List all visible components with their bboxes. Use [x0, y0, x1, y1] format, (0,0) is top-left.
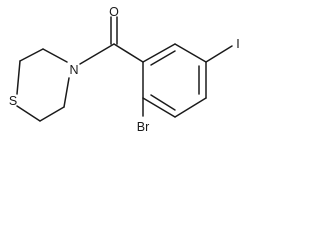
benzene-ring — [142, 43, 207, 118]
bromine-label: Br — [137, 120, 150, 134]
bond-n-c2 — [42, 48, 68, 63]
carbonyl-double-bond — [110, 16, 118, 45]
iodine-label: I — [236, 37, 239, 51]
bond-c5-c6 — [39, 106, 65, 122]
bond-c2-c3 — [19, 48, 44, 62]
bond-n-carbonyl — [79, 43, 115, 65]
bond-carbonyl-aryl — [113, 43, 144, 63]
bond-s-c5 — [16, 105, 41, 122]
oxygen-label: O — [109, 5, 119, 19]
bond-c3-s — [16, 60, 21, 95]
bond-c6-n — [63, 77, 70, 108]
thiomorpholine-ring — [16, 48, 70, 122]
bond-aryl-i — [205, 45, 233, 63]
sulfur-label: S — [9, 94, 17, 108]
chemical-structure: O N S Br I — [9, 5, 240, 134]
nitrogen-label: N — [69, 63, 78, 77]
